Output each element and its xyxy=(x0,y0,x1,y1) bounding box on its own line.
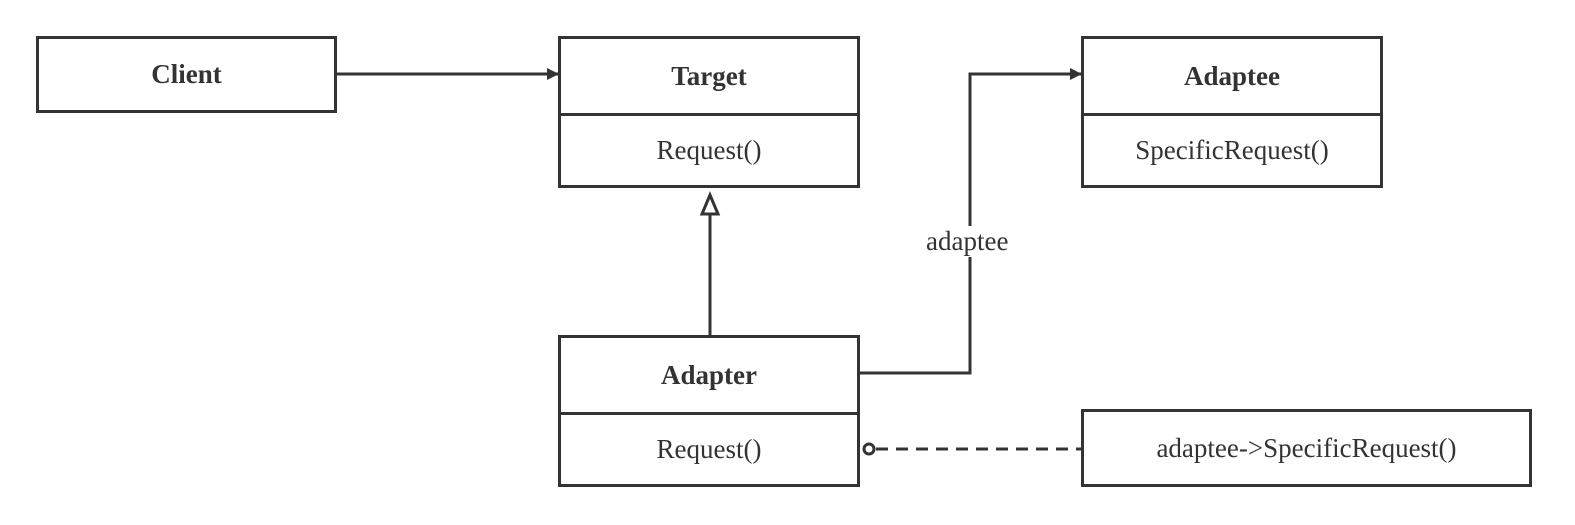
edge-adapter-to-target xyxy=(699,191,721,336)
hollow-triangle-arrowhead xyxy=(699,191,721,216)
class-target-operation: Request() xyxy=(561,113,857,185)
note-box[interactable]: adaptee->SpecificRequest() xyxy=(1081,409,1532,487)
edge-adapter-to-adaptee xyxy=(859,68,1082,375)
class-adaptee-name: Adaptee xyxy=(1184,60,1280,91)
class-adapter[interactable]: Adapter Request() xyxy=(558,335,860,487)
class-target[interactable]: Target Request() xyxy=(558,36,860,188)
class-target-name: Target xyxy=(671,60,747,91)
class-adaptee[interactable]: Adaptee SpecificRequest() xyxy=(1081,36,1383,188)
class-client[interactable]: Client xyxy=(36,36,337,113)
class-client-name: Client xyxy=(151,59,222,89)
adaptee-edge-label: adaptee xyxy=(922,226,1013,257)
class-adapter-operation: Request() xyxy=(561,412,857,484)
note-anchor-circle xyxy=(862,442,876,456)
edge-adapter-to-note xyxy=(862,442,1082,456)
note-text: adaptee->SpecificRequest() xyxy=(1156,432,1457,463)
class-adapter-name: Adapter xyxy=(661,359,757,390)
class-adaptee-operation: SpecificRequest() xyxy=(1084,113,1380,185)
